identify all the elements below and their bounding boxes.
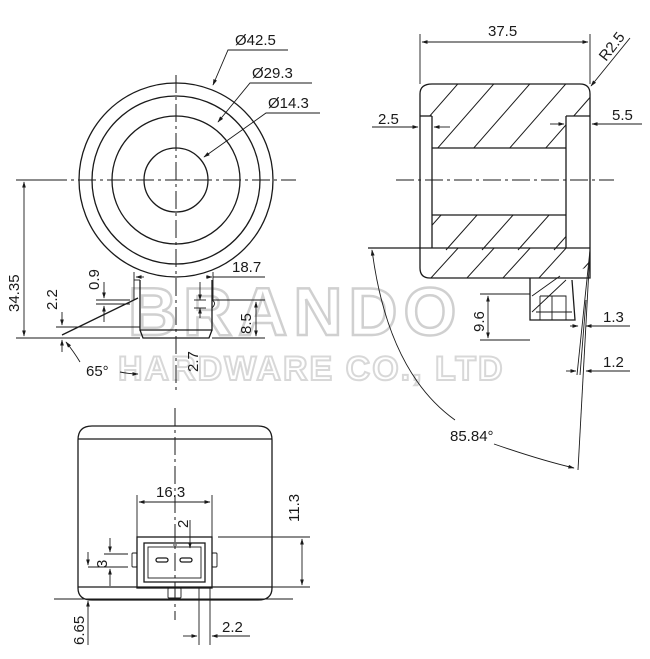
dim-outer-diameter: Ø42.5 — [235, 32, 276, 49]
connector-socket — [143, 542, 206, 583]
front-view: Ø42.5 Ø29.3 Ø14.3 18.7 8.5 2.7 34.3 — [6, 32, 320, 390]
side-terminal — [529, 278, 576, 321]
dim-pin-offset: 2 — [175, 520, 192, 528]
dim-offset: 2.2 — [44, 289, 61, 310]
dim-terminal-height: 8.5 — [238, 313, 255, 334]
dim-radius: R2.5 — [596, 29, 629, 64]
dim-pin: 2.7 — [185, 351, 202, 372]
dim-clip-1: 1.3 — [603, 309, 624, 326]
dim-mid-diameter: Ø29.3 — [252, 65, 293, 82]
dim-base: 6.65 — [71, 616, 88, 645]
dim-connector-height: 11.3 — [286, 494, 303, 522]
dim-angle-front: 65° — [86, 363, 109, 380]
bottom-view: 16.3 2 11.3 3 6.65 2.2 — [54, 408, 310, 645]
terminal-block — [139, 280, 213, 331]
dim-clip-2: 1.2 — [603, 354, 624, 371]
side-body-outline — [419, 83, 591, 279]
dim-right-step: 5.5 — [612, 107, 633, 124]
dim-terminal-width: 18.7 — [232, 259, 261, 276]
dim-angle-side: 85.84° — [450, 428, 494, 445]
dim-terminal-height-side: 9.6 — [471, 311, 488, 332]
dim-bore-diameter: Ø14.3 — [268, 95, 309, 112]
dim-length: 37.5 — [488, 23, 517, 40]
watermark-company: HARDWARE CO., LTD — [118, 350, 505, 388]
dim-connector-width: 16.3 — [156, 484, 185, 501]
dim-center-height: 34.35 — [6, 274, 23, 312]
dim-left-step: 2.5 — [378, 111, 399, 128]
dim-gap: 0.9 — [86, 269, 103, 290]
pin-slot-right — [179, 557, 193, 563]
side-view: 37.5 R2.5 2.5 5.5 9.6 1.3 1.2 85.8 — [368, 23, 642, 471]
dim-clip-bottom: 2.2 — [222, 619, 243, 636]
pin-slot-left — [155, 557, 169, 563]
dim-slot: 3 — [94, 560, 111, 568]
